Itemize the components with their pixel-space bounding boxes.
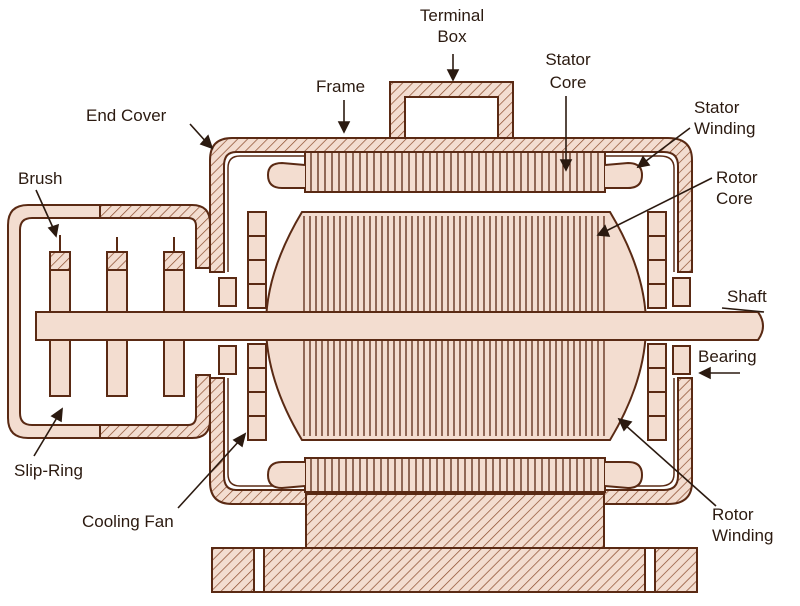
fan-blade [247,391,267,417]
frame-label: Frame [316,77,365,96]
slip-ring-housing [7,204,211,439]
leader-lines [33,54,765,509]
end-cover-label: End Cover [86,106,167,125]
terminal-box [389,81,514,141]
stator-winding [266,161,644,490]
bearings [218,277,691,375]
bearing-label: Bearing [698,347,757,366]
stator-winding-label-line2: Winding [694,119,755,138]
fan-blade [247,235,267,261]
stator-core-top [304,151,606,193]
bearing [672,277,691,307]
fan-blade [647,391,667,417]
fan-blade [247,283,267,309]
fan-blade [247,367,267,393]
stator-core-label-line2: Core [550,73,587,92]
fan-blade [647,259,667,285]
stator-core-bottom [304,457,606,493]
fan-blade [647,367,667,393]
stator-winding-label-line1: Stator [694,98,740,117]
fan-blade [647,235,667,261]
fan-blade [247,343,267,369]
rotor-core-label-line2: Core [716,189,753,208]
bearing [672,345,691,375]
rotor-winding-label-line2: Winding [712,526,773,545]
fan-blade [647,283,667,309]
fan-blade [647,211,667,237]
motor-base [211,493,698,593]
brush-label: Brush [18,169,62,188]
slip-ring-label: Slip-Ring [14,461,83,480]
brush [49,235,71,271]
terminal-box-label-line2: Box [437,27,467,46]
bearing [218,277,237,307]
fan-blade [647,415,667,441]
stator-core-label-line1: Stator [545,50,591,69]
fan-blade [247,415,267,441]
terminal-box-label-line1: Terminal [420,6,484,25]
fan-blade [647,343,667,369]
cooling-fan [647,211,667,441]
cooling-fan-label: Cooling Fan [82,512,174,531]
shaft [35,311,764,341]
brush [106,237,128,271]
cooling-fan [247,211,267,441]
bearing [218,345,237,375]
fan-blade [247,259,267,285]
rotor-core-label-line1: Rotor [716,168,758,187]
shaft-label: Shaft [727,287,767,306]
brush-assembly [49,235,185,271]
fan-blade [247,211,267,237]
rotor-winding-label-line1: Rotor [712,505,754,524]
brush [163,237,185,271]
